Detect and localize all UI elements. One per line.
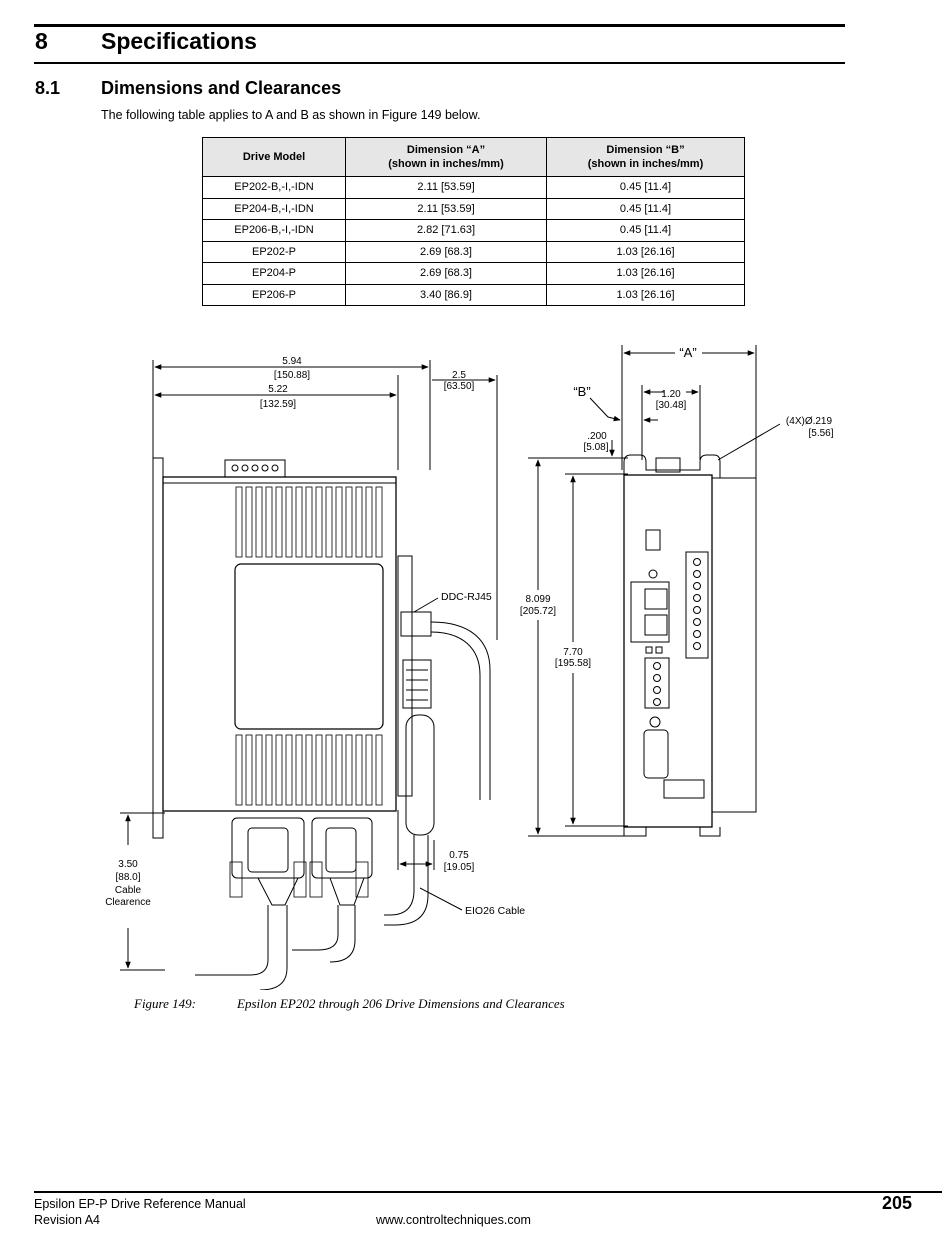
dim-120: 1.20 [661,389,681,400]
dim-522-mm: [132.59] [260,399,296,410]
cell-dim-a: 2.82 [71.63] [345,219,547,242]
cell-dim-b: 0.45 [11.4] [546,176,745,199]
cell-dim-a: 2.11 [53.59] [345,197,547,220]
dim-594: 5.94 [282,356,302,367]
dim-770-mm: [195.58] [555,658,591,669]
figure-caption-number: Figure 149: [134,996,196,1011]
header-dimension-a: Dimension “A”(shown in inches/mm) [345,137,547,177]
rj45-label: DDC-RJ45 [441,591,492,603]
cell-dim-b: 1.03 [26.16] [546,283,745,306]
dim-200-mm: [5.08] [583,442,608,453]
dim-8099-mm: [205.72] [520,606,556,617]
dim-770: 7.70 [563,647,583,658]
dim-522: 5.22 [268,384,288,395]
dim-25: 2.5 [452,370,466,381]
drive-dimensions-drawing: 5.94 [150.88] 5.22 [132.59] 2.5 [63.50] … [105,345,834,990]
dim-594-mm: [150.88] [274,370,310,381]
dim-hole: (4X)Ø.219 [786,416,833,427]
cell-model: EP202-B,-I,-IDN [202,176,346,199]
section-number: 8 [35,28,48,54]
cell-dim-a: 2.11 [53.59] [345,176,547,199]
figure-caption-text: Epsilon EP202 through 206 Drive Dimensio… [237,996,565,1011]
dim-120-mm: [30.48] [656,400,687,411]
subsection-title: Dimensions and Clearances [101,78,342,98]
header-drive-model: Drive Model [202,137,346,177]
dim-b-label: “B” [573,384,590,399]
drive-side-view [528,345,781,837]
cell-dim-a: 2.69 [68.3] [345,262,547,285]
cell-model: EP204-P [202,262,346,285]
cell-dim-b: 0.45 [11.4] [546,197,745,220]
cell-model: EP206-P [202,283,346,306]
subsection-number: 8.1 [35,78,61,98]
section-rule [34,62,845,64]
footer-rule [34,1191,942,1193]
page-number: 205 [881,1193,912,1213]
drive-front-view [120,360,498,990]
cell-dim-a: 3.40 [86.9] [345,283,547,306]
dim-350-clearence: Clearence [105,897,151,908]
cell-dim-b: 1.03 [26.16] [546,240,745,263]
dim-8099: 8.099 [525,594,550,605]
dim-hole-mm: [5.56] [808,428,833,439]
dim-25-mm: [63.50] [444,381,475,392]
dim-075: 0.75 [449,850,469,861]
dim-075-mm: [19.05] [444,862,475,873]
footer-title: Epsilon EP-P Drive Reference Manual [34,1197,246,1211]
cell-model: EP206-B,-I,-IDN [202,219,346,242]
section-title: Specifications [101,28,257,54]
dim-350-mm: [88.0] [115,872,140,883]
cell-dim-a: 2.69 [68.3] [345,240,547,263]
footer-revision: Revision A4 [34,1213,101,1227]
eio26-label: EIO26 Cable [465,905,525,917]
intro-text: The following table applies to A and B a… [101,108,481,122]
header-dimension-b: Dimension “B”(shown in inches/mm) [546,137,745,177]
dim-350-cable: Cable [115,885,142,896]
dimensions-table: Drive Model Dimension “A”(shown in inche… [202,137,745,306]
cell-model: EP204-B,-I,-IDN [202,197,346,220]
dim-a-label: “A” [679,345,696,360]
dim-350: 3.50 [118,859,138,870]
cell-model: EP202-P [202,240,346,263]
dim-200: .200 [587,431,607,442]
top-rule [34,24,845,27]
table-header-row: Drive Model Dimension “A”(shown in inche… [202,137,745,177]
cell-dim-b: 1.03 [26.16] [546,262,745,285]
footer-url[interactable]: www.controltechniques.com [376,1213,531,1227]
cell-dim-b: 0.45 [11.4] [546,219,745,242]
